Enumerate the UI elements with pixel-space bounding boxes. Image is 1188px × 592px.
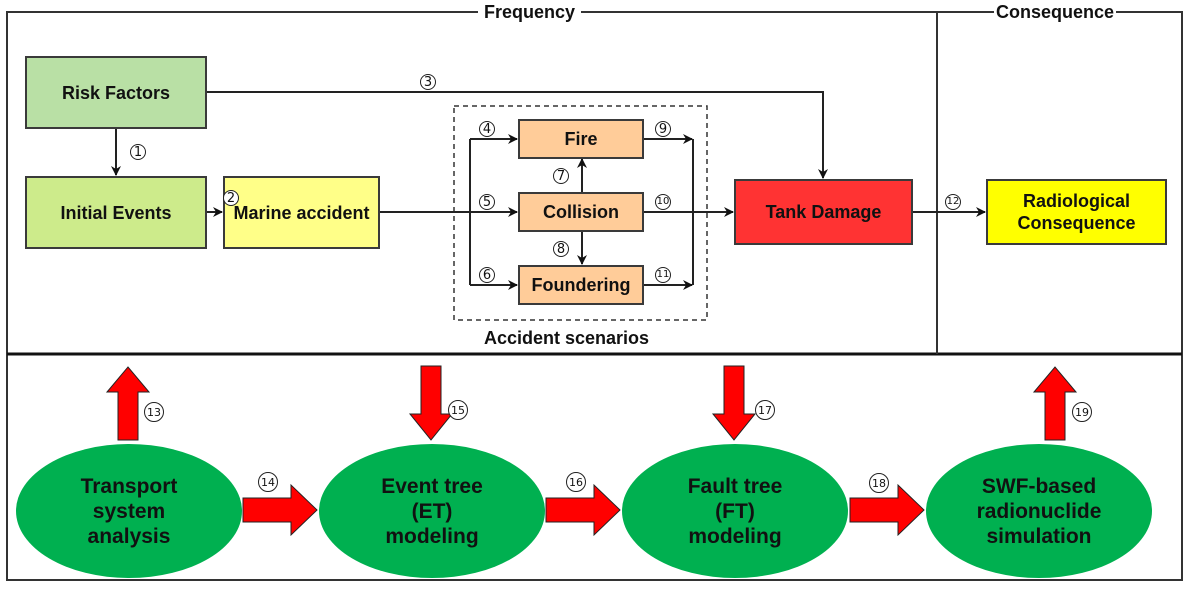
method-line: Event tree xyxy=(381,474,483,498)
arrow-19-up xyxy=(1032,366,1078,441)
method-line: Transport xyxy=(80,474,178,498)
arrow-16-right xyxy=(545,483,621,537)
method-line: system xyxy=(92,499,166,523)
method-fault-tree-modeling: Fault tree (FT) modeling xyxy=(622,444,848,578)
method-line: SWF-based xyxy=(981,474,1097,498)
method-line: modeling xyxy=(385,524,479,548)
method-event-tree-modeling: Event tree (ET) modeling xyxy=(319,444,545,578)
step-number-14: 14 xyxy=(258,472,278,492)
step-number-18: 18 xyxy=(869,473,889,493)
step-number-4: 4 xyxy=(479,121,495,137)
step-number-8: 8 xyxy=(553,241,569,257)
step-number-12: 12 xyxy=(945,194,961,210)
frequency-label: Frequency xyxy=(478,2,582,23)
method-transport-system-analysis: Transport system analysis xyxy=(16,444,242,578)
risk-factors-box: Risk Factors xyxy=(25,56,207,129)
arrow-18-right xyxy=(849,483,925,537)
method-line: (FT) xyxy=(715,499,755,523)
arrow-17-down xyxy=(711,365,757,441)
fire-box: Fire xyxy=(518,119,644,159)
method-line: modeling xyxy=(688,524,782,548)
step-number-19: 19 xyxy=(1072,402,1092,422)
method-line: analysis xyxy=(87,524,171,548)
initial-events-box: Initial Events xyxy=(25,176,207,249)
step-number-2: 2 xyxy=(223,190,239,206)
radiological-line1: Radiological xyxy=(1022,191,1130,211)
method-line: Fault tree xyxy=(687,474,783,498)
method-swf-radionuclide-simulation: SWF-based radionuclide simulation xyxy=(926,444,1152,578)
consequence-label: Consequence xyxy=(994,2,1117,23)
radiological-consequence-box: Radiological Consequence xyxy=(986,179,1167,245)
step-number-3: 3 xyxy=(420,74,436,90)
step-number-6: 6 xyxy=(479,267,495,283)
accident-scenarios-label: Accident scenarios xyxy=(484,328,650,348)
method-line: simulation xyxy=(986,524,1092,548)
method-line: radionuclide xyxy=(976,499,1102,523)
step-number-9: 9 xyxy=(655,121,671,137)
method-line: (ET) xyxy=(411,499,453,523)
step-number-17: 17 xyxy=(755,400,775,420)
step-number-7: 7 xyxy=(553,168,569,184)
arrow-3 xyxy=(207,91,828,179)
step-number-10: 10 xyxy=(655,194,671,210)
step-number-11: 11 xyxy=(655,267,671,283)
radiological-line2: Consequence xyxy=(1017,213,1136,233)
frame xyxy=(6,11,1183,581)
step-number-1: 1 xyxy=(130,144,146,160)
tank-damage-box: Tank Damage xyxy=(734,179,913,245)
collision-box: Collision xyxy=(518,192,644,232)
step-number-5: 5 xyxy=(479,194,495,210)
arrow-13-up xyxy=(105,366,151,441)
step-number-13: 13 xyxy=(144,402,164,422)
marine-accident-box: Marine accident xyxy=(223,176,380,249)
arrow-15-down xyxy=(408,365,454,441)
foundering-box: Foundering xyxy=(518,265,644,305)
step-number-16: 16 xyxy=(566,472,586,492)
arrow-14-right xyxy=(242,483,318,537)
step-number-15: 15 xyxy=(448,400,468,420)
